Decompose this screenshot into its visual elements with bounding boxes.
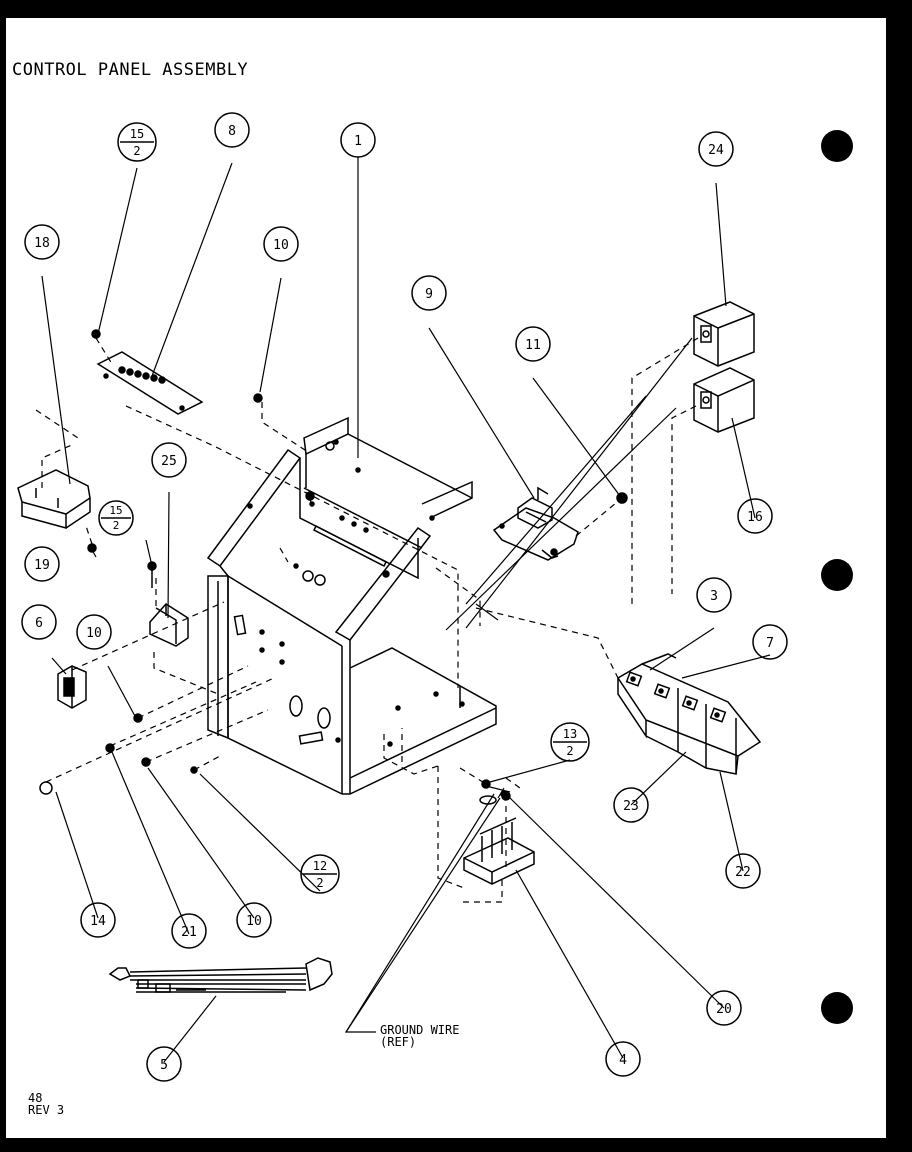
callout-25 (151, 442, 187, 478)
bracket-part-18 (17, 469, 91, 529)
callout-14-label: 14 (90, 914, 106, 929)
callout-8 (214, 112, 250, 148)
callout-4 (605, 1041, 641, 1077)
callout-1 (340, 122, 376, 158)
callout-8-label: 8 (228, 124, 236, 139)
page-number: 48 (28, 1091, 43, 1105)
transformer-part-9 (492, 486, 579, 561)
callout-10-lower (236, 902, 272, 938)
terminal-strip-part-8 (91, 329, 204, 415)
callout-1-label: 1 (354, 134, 362, 149)
callout-5-label: 5 (160, 1058, 168, 1073)
callout-13-2 (550, 722, 590, 762)
fraction-15-top-den: 2 (133, 144, 140, 158)
drawing-sheet: CONTROL PANEL ASSEMBLY (6, 18, 886, 1138)
callout-25-label: 25 (161, 454, 177, 469)
callout-10-left (76, 614, 112, 650)
callout-18-label: 18 (34, 236, 50, 251)
ground-wire-label: GROUND WIRE (REF) (380, 1024, 459, 1048)
callout-24-label: 24 (708, 143, 724, 158)
callout-10-left-label: 10 (86, 626, 102, 641)
assembly-lines (35, 337, 699, 903)
grommet-part-14 (39, 781, 53, 795)
callout-11 (515, 326, 551, 362)
wire-harness-part-5 (108, 957, 333, 993)
callout-bubbles (21, 112, 788, 1082)
callout-11-label: 11 (525, 338, 541, 353)
callout-16-label: 16 (747, 510, 763, 525)
callout-22-label: 22 (735, 865, 751, 880)
callout-18 (24, 224, 60, 260)
callout-22 (725, 853, 761, 889)
callout-19-label: 19 (34, 558, 50, 573)
switch-bank-parts-3-7-23-22 (616, 653, 762, 775)
callout-24 (698, 131, 734, 167)
callout-7-label: 7 (766, 636, 774, 651)
callout-10-lower-label: 10 (246, 914, 262, 929)
callout-labels: 1 8 10 18 25 9 11 24 16 3 7 23 22 19 6 1… (34, 124, 774, 1073)
diagram-title: CONTROL PANEL ASSEMBLY (12, 60, 249, 80)
relay-part-25 (147, 561, 189, 647)
wire-connections (445, 337, 693, 799)
binder-hole-top (821, 130, 853, 162)
callout-12-2 (300, 854, 340, 894)
fraction-12-num: 12 (313, 859, 327, 873)
callout-16 (737, 498, 773, 534)
callout-23 (613, 787, 649, 823)
fraction-15-top-num: 15 (130, 127, 144, 141)
callout-5 (146, 1046, 182, 1082)
callout-10-upper-label: 10 (273, 238, 289, 253)
screw-part-21 (105, 743, 115, 753)
binder-hole-middle (821, 559, 853, 591)
callout-6 (21, 604, 57, 640)
callout-9 (411, 275, 447, 311)
callout-15-2-left (98, 500, 134, 536)
callout-21-label: 21 (181, 925, 197, 940)
switch-box-part-16 (693, 367, 755, 433)
callout-6-label: 6 (35, 616, 43, 631)
revision-footer: 48 REV 3 (28, 1092, 64, 1116)
screw-part-20 (501, 791, 511, 801)
fraction-12-den: 2 (316, 876, 323, 890)
callout-15-2-top (117, 122, 157, 162)
callout-3 (696, 577, 732, 613)
callout-14 (80, 902, 116, 938)
callout-19 (24, 546, 60, 582)
leader-lines (41, 157, 771, 1063)
fraction-13-num: 13 (563, 727, 577, 741)
fraction-13-den: 2 (566, 744, 573, 758)
callout-20-label: 20 (716, 1002, 732, 1017)
switch-box-part-24 (693, 301, 755, 367)
ground-wire-line2: (REF) (380, 1035, 417, 1049)
callout-4-label: 4 (619, 1053, 627, 1068)
parts-diagram: 1 8 10 18 25 9 11 24 16 3 7 23 22 19 6 1… (17, 112, 853, 1082)
callout-20 (706, 990, 742, 1026)
terminal-block-part-4 (463, 817, 535, 885)
callout-7 (752, 624, 788, 660)
fraction-15-left-num: 15 (109, 504, 122, 517)
revision-label: REV 3 (28, 1103, 65, 1117)
callout-23-label: 23 (623, 799, 639, 814)
callout-9-label: 9 (425, 287, 433, 302)
switch-part-6 (57, 665, 87, 709)
callout-21 (171, 913, 207, 949)
callout-10-upper (263, 226, 299, 262)
fraction-15-left-den: 2 (113, 519, 120, 532)
callout-3-label: 3 (710, 589, 718, 604)
ground-wire-line1: GROUND WIRE (380, 1023, 460, 1037)
binder-hole-bottom (821, 992, 853, 1024)
screw-part-10-upper (253, 393, 263, 403)
control-box-part-1 (206, 416, 497, 795)
